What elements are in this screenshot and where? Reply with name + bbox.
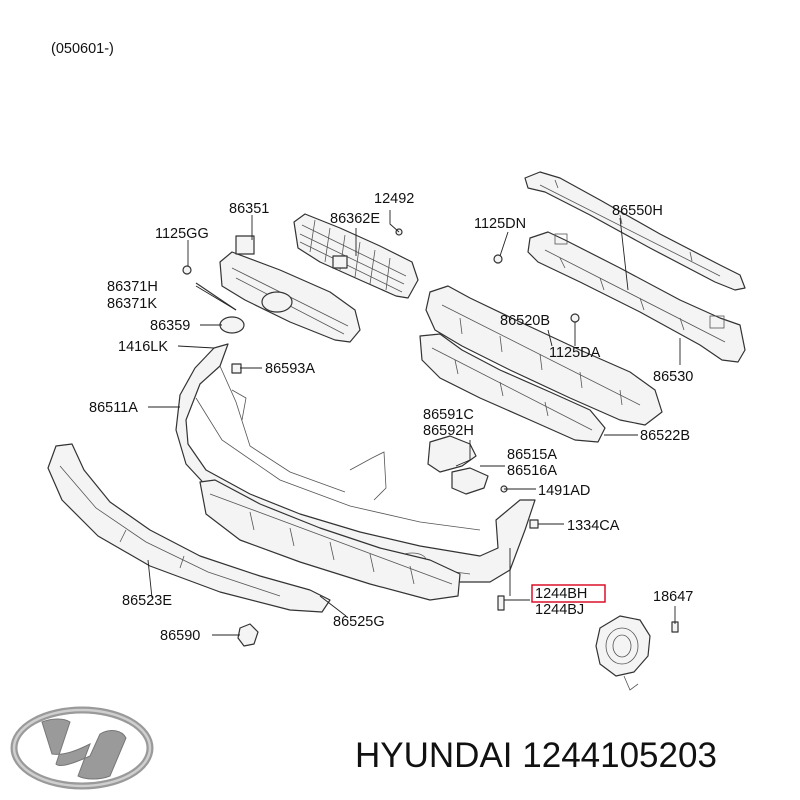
brand-name: HYUNDAI (355, 736, 513, 775)
label-1125GG: 1125GG (155, 226, 209, 242)
part-86525G-skid (199, 479, 461, 601)
label-86520B: 86520B (500, 313, 550, 329)
label-1125DN: 1125DN (474, 216, 526, 232)
label-86351: 86351 (229, 201, 269, 217)
label-1416LK: 1416LK (118, 339, 168, 355)
label-86593A: 86593A (265, 361, 315, 377)
part-86530-beam (527, 231, 746, 363)
highlight-box-1244BH (531, 584, 606, 603)
label-86371H: 86371H (107, 279, 158, 295)
label-86523E: 86523E (122, 593, 172, 609)
label-86530: 86530 (653, 369, 693, 385)
label-12492: 12492 (374, 191, 414, 207)
date-code: (050601-) (51, 41, 114, 57)
part-86590-clip (237, 623, 259, 647)
part-86520B-absorber (425, 285, 663, 426)
label-86362E: 86362E (330, 211, 380, 227)
label-1125DA: 1125DA (549, 345, 601, 361)
part-labels: 86351 12492 86362E 1125GG 1125DN 86550H … (89, 191, 693, 644)
label-86525G: 86525G (333, 614, 385, 630)
part-86523E-lip (47, 443, 331, 613)
label-1244BH: 1244BH (535, 586, 587, 602)
label-86550H: 86550H (612, 203, 663, 219)
label-86592H: 86592H (423, 423, 474, 439)
part-86522B-lower-absorber (419, 333, 606, 443)
label-1491AD: 1491AD (538, 483, 590, 499)
label-1334CA: 1334CA (567, 518, 620, 534)
label-86591C: 86591C (423, 407, 474, 423)
label-86515A: 86515A (507, 447, 557, 463)
label-86359: 86359 (150, 318, 190, 334)
hyundai-logo (10, 706, 154, 790)
part-number: 1244105203 (522, 736, 717, 775)
part-86591C-bracket (427, 435, 489, 495)
label-18647: 18647 (653, 589, 693, 605)
label-86522B: 86522B (640, 428, 690, 444)
label-86590: 86590 (160, 628, 200, 644)
label-86516A: 86516A (507, 463, 557, 479)
part-86550H-upper-bar (524, 171, 746, 291)
label-86511A: 86511A (89, 400, 138, 416)
label-1244BJ: 1244BJ (535, 602, 584, 618)
label-86371K: 86371K (107, 296, 157, 312)
part-18647-fog-lamp (595, 615, 651, 691)
leader-lines (147, 210, 681, 636)
footer-title: HYUNDAI 1244105203 (355, 736, 717, 776)
